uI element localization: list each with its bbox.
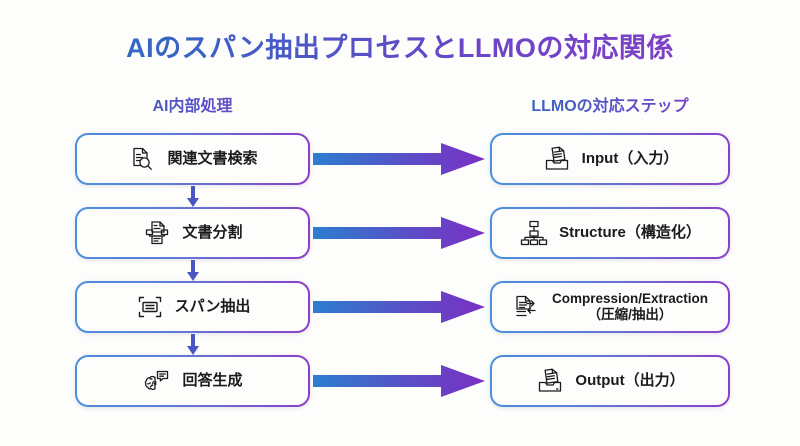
hierarchy-icon	[519, 218, 549, 248]
document-arrow-icon	[512, 292, 542, 322]
document-split-icon	[142, 218, 172, 248]
right-step-2-label: Structure（構造化）	[559, 224, 701, 241]
right-step-3-label-line2: （圧縮/抽出）	[587, 307, 673, 322]
left-step-box-4[interactable]: AI 回答生成	[75, 355, 310, 407]
svg-text:AI: AI	[152, 381, 158, 387]
left-step-box-2[interactable]: 文書分割	[75, 207, 310, 259]
right-step-3-label-line1: Compression/Extraction	[551, 290, 709, 306]
mapping-arrow-4	[313, 364, 485, 398]
selection-brackets-icon	[135, 292, 165, 322]
left-step-2-content: 文書分割	[77, 209, 308, 257]
left-step-4-label: 回答生成	[182, 372, 243, 389]
right-step-3-label: Compression/Extraction （圧縮/抽出）	[552, 291, 708, 323]
mapping-arrow-1	[313, 142, 485, 176]
right-step-4-content: Output（出力）	[492, 357, 728, 405]
page-title: AIのスパン抽出プロセスとLLMOの対応関係	[0, 26, 800, 65]
left-step-3-content: スパン抽出	[77, 283, 308, 331]
left-step-3-label: スパン抽出	[174, 298, 251, 315]
right-step-2-content: Structure（構造化）	[492, 209, 728, 257]
document-search-icon	[127, 144, 157, 174]
right-step-box-1[interactable]: Input（入力）	[490, 133, 730, 185]
right-step-1-label: Input（入力）	[581, 150, 679, 167]
ai-brain-chat-icon: AI	[142, 366, 172, 396]
right-step-1-content: Input（入力）	[492, 135, 728, 183]
right-step-box-2[interactable]: Structure（構造化）	[490, 207, 730, 259]
right-step-box-4[interactable]: Output（出力）	[490, 355, 730, 407]
document-outbox-icon	[535, 366, 565, 396]
column-header-left: AI内部処理	[75, 92, 310, 116]
left-step-2-label: 文書分割	[182, 224, 243, 241]
document-inbox-icon	[542, 144, 572, 174]
left-step-box-1[interactable]: 関連文書検索	[75, 133, 310, 185]
right-step-3-content: Compression/Extraction （圧縮/抽出）	[492, 283, 728, 331]
left-step-4-content: AI 回答生成	[77, 357, 308, 405]
mapping-arrow-2	[313, 216, 485, 250]
left-step-1-content: 関連文書検索	[77, 135, 308, 183]
column-header-right: LLMOの対応ステップ	[490, 92, 730, 116]
flow-arrow-3	[185, 334, 201, 356]
flow-arrow-2	[185, 260, 201, 282]
mapping-arrow-3	[313, 290, 485, 324]
right-step-4-label: Output（出力）	[575, 372, 685, 389]
right-step-box-3[interactable]: Compression/Extraction （圧縮/抽出）	[490, 281, 730, 333]
left-step-box-3[interactable]: スパン抽出	[75, 281, 310, 333]
flow-arrow-1	[185, 186, 201, 208]
left-step-1-label: 関連文書検索	[167, 150, 258, 167]
